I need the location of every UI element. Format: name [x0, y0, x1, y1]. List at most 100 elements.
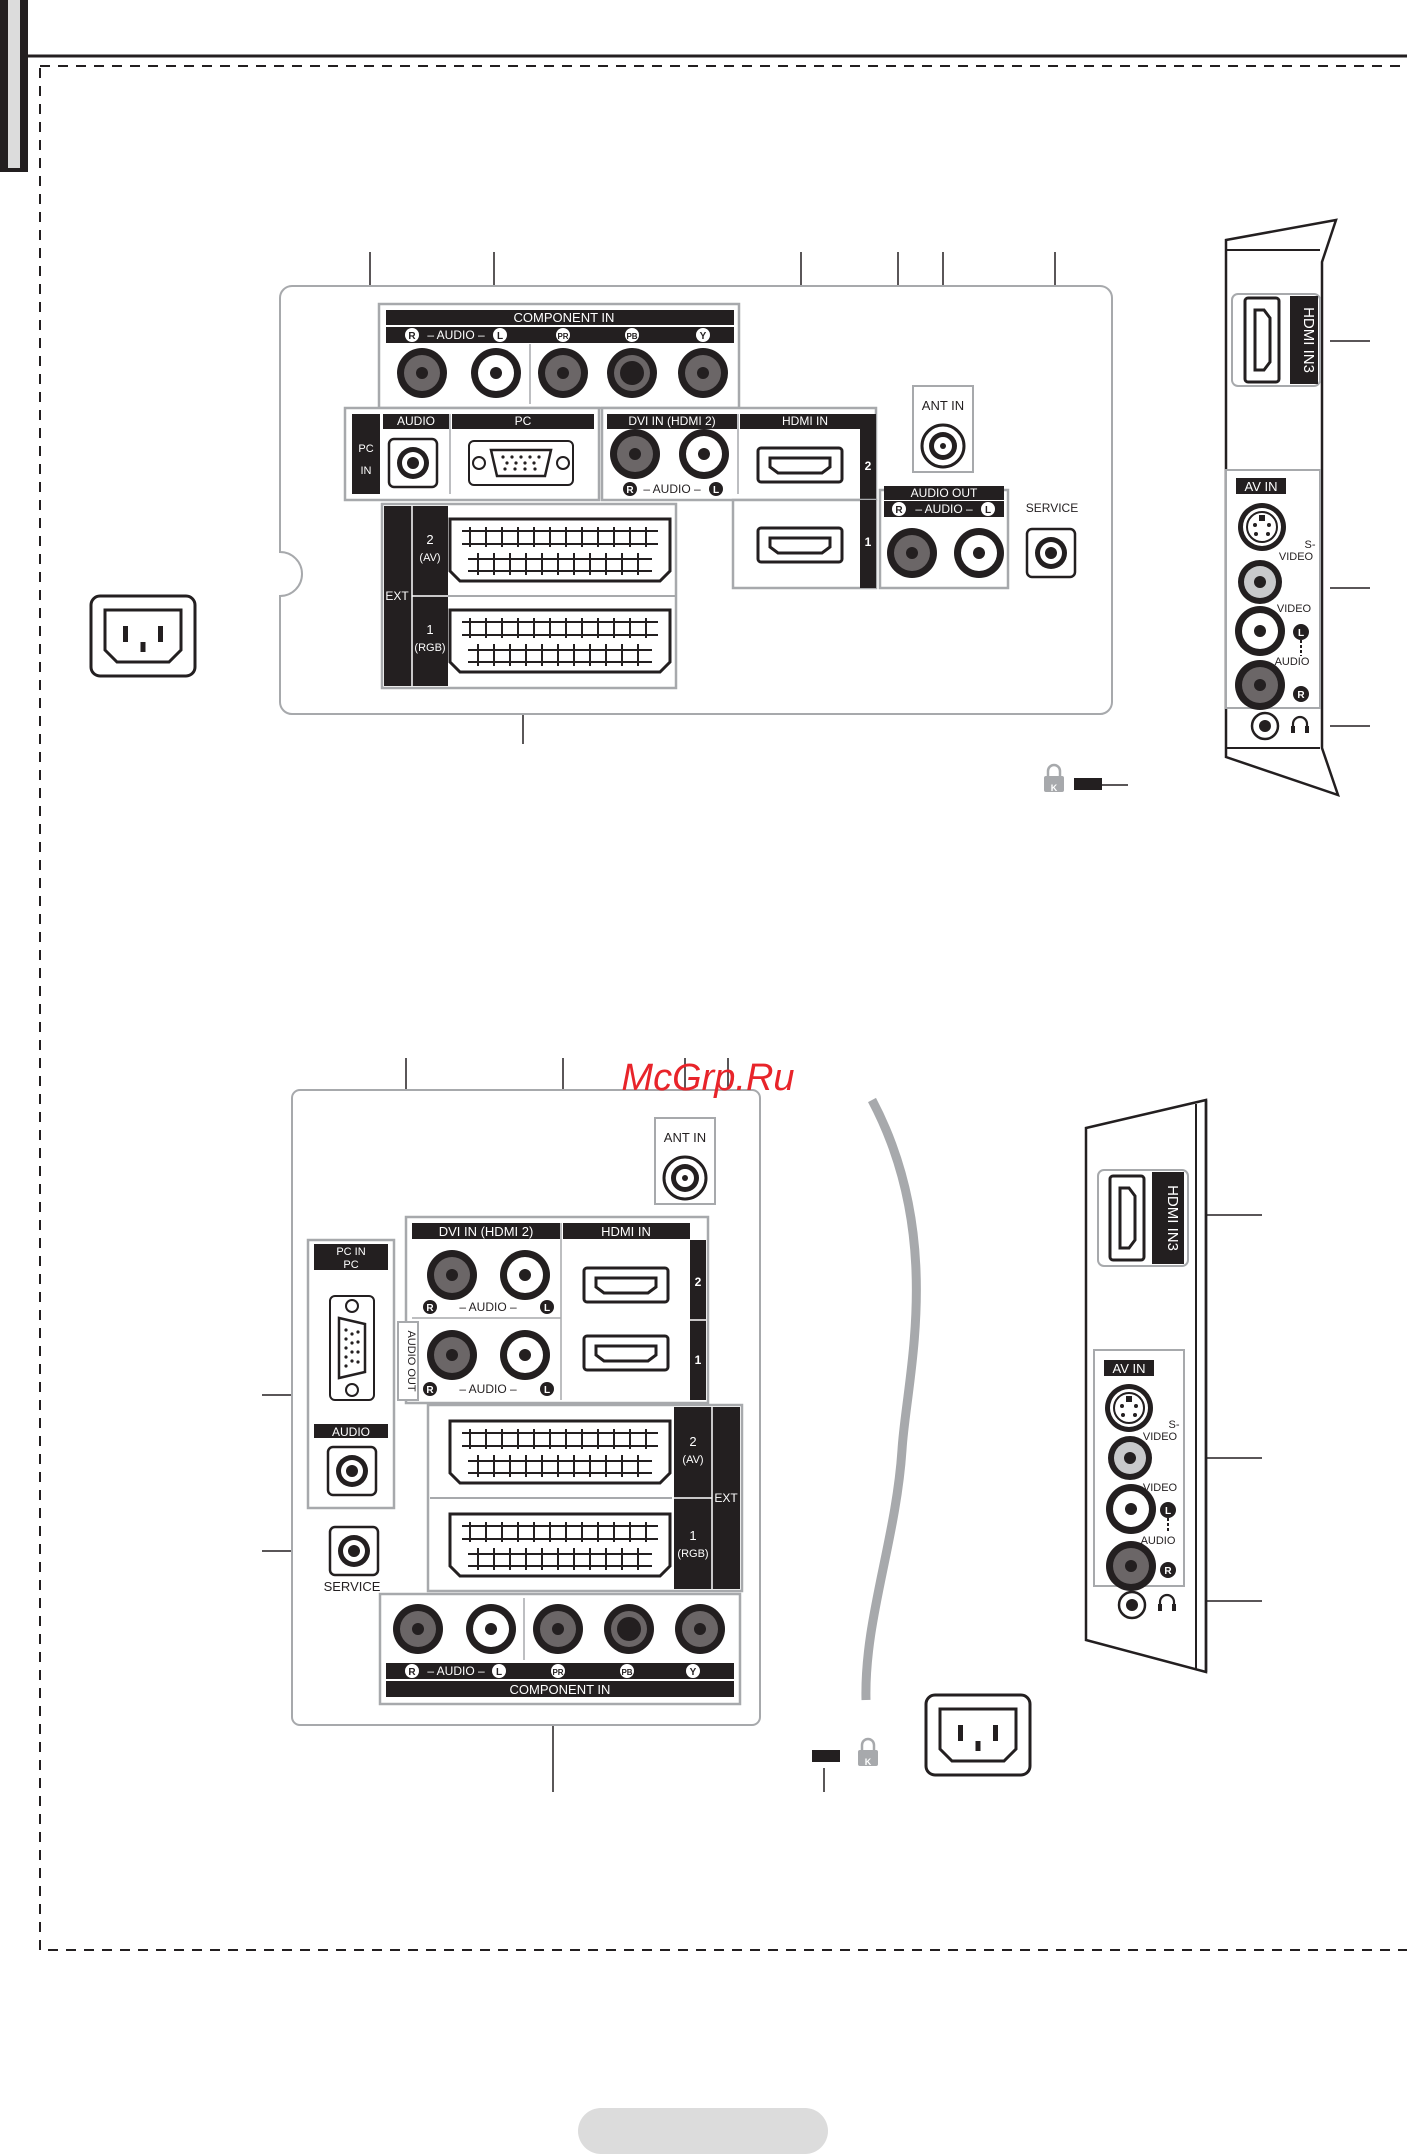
- svg-text:COMPONENT IN: COMPONENT IN: [510, 1682, 611, 1697]
- dashed-frame: [39, 65, 1407, 1951]
- rca-jack-icon: [500, 1330, 550, 1380]
- svg-text:VIDEO: VIDEO: [1277, 603, 1312, 615]
- top-hdmi-in-1: 1: [731, 498, 878, 590]
- svg-text:L: L: [713, 485, 719, 496]
- mini-jack-icon: [326, 1445, 378, 1497]
- svg-text:K: K: [1051, 783, 1058, 793]
- rca-jack-icon: [1238, 560, 1282, 604]
- svg-text:AUDIO: AUDIO: [332, 1425, 370, 1439]
- svg-text:AUDIO: AUDIO: [1275, 656, 1310, 668]
- svg-text:– AUDIO –: – AUDIO –: [459, 1382, 517, 1396]
- coax-port-icon: [920, 423, 966, 469]
- scart-port-icon: [448, 1419, 672, 1485]
- svg-text:DVI IN (HDMI 2): DVI IN (HDMI 2): [628, 414, 715, 428]
- bottom-pc-in: PC IN PC AUDIO: [306, 1238, 396, 1510]
- svg-text:Y: Y: [700, 331, 707, 342]
- rca-jack-icon: [1235, 606, 1285, 656]
- rca-jack-icon: [675, 1604, 725, 1654]
- svg-text:PC: PC: [358, 443, 373, 455]
- svg-text:1: 1: [695, 1353, 702, 1367]
- scart-port-icon: [448, 517, 672, 583]
- svg-text:IN: IN: [361, 465, 372, 477]
- svg-text:(RGB): (RGB): [414, 642, 445, 654]
- mini-jack-icon: [1025, 527, 1077, 579]
- svg-text:2: 2: [865, 459, 872, 473]
- power-inlet-icon: [89, 594, 197, 678]
- wave-divider: [861, 1097, 921, 1701]
- rca-jack-icon: [500, 1250, 550, 1300]
- bottom-diagram: ANT IN DVI IN (HDMI 2) HDMI IN R – AUDIO…: [262, 1058, 1262, 1792]
- power-inlet-icon: [924, 1693, 1032, 1777]
- svg-text:HDMI IN: HDMI IN: [782, 414, 828, 428]
- svg-text:Y: Y: [690, 1667, 697, 1678]
- kensington-lock-icon: K: [812, 1737, 880, 1768]
- svg-text:DVI IN (HDMI 2): DVI IN (HDMI 2): [439, 1224, 534, 1239]
- rca-jack-icon: [607, 348, 657, 398]
- rca-jack-icon: [1235, 660, 1285, 710]
- svg-text:S-: S-: [1305, 539, 1316, 551]
- svg-text:R: R: [1164, 1566, 1172, 1577]
- svg-text:– AUDIO –: – AUDIO –: [915, 502, 973, 516]
- svg-text:L: L: [544, 1385, 550, 1396]
- rca-jack-icon: [954, 528, 1004, 578]
- svg-text:2: 2: [426, 532, 433, 547]
- top-service: SERVICE: [1025, 501, 1078, 579]
- top-ext-scart: EXT 2 (AV) 1 (RGB): [380, 502, 678, 690]
- bottom-component-in: R – AUDIO – L PR PB Y COMPONENT IN: [378, 1592, 742, 1706]
- s-video-port-icon: [1237, 502, 1287, 552]
- svg-text:PC: PC: [343, 1259, 358, 1271]
- svg-text:– AUDIO –: – AUDIO –: [643, 482, 701, 496]
- svg-text:VIDEO: VIDEO: [1143, 1482, 1178, 1494]
- svg-text:R: R: [426, 1303, 434, 1314]
- svg-text:PB: PB: [621, 1668, 632, 1677]
- svg-text:PR: PR: [557, 332, 568, 341]
- svg-text:AUDIO: AUDIO: [1141, 1535, 1176, 1547]
- svg-text:(AV): (AV): [682, 1454, 703, 1466]
- svg-text:AUDIO OUT: AUDIO OUT: [911, 486, 978, 500]
- hdmi-port-icon: [1108, 1174, 1146, 1262]
- svg-text:L: L: [1298, 628, 1304, 639]
- svg-text:AV IN: AV IN: [1113, 1361, 1146, 1376]
- svg-text:HDMI IN3: HDMI IN3: [1164, 1185, 1181, 1251]
- svg-text:AUDIO OUT: AUDIO OUT: [405, 1330, 417, 1391]
- svg-text:AV IN: AV IN: [1245, 479, 1278, 494]
- svg-text:1: 1: [865, 535, 872, 549]
- bottom-ext-scart: 2 (AV) 1 (RGB) EXT: [426, 1403, 744, 1593]
- mini-jack-icon: [1250, 711, 1280, 741]
- coax-port-icon: [662, 1155, 708, 1201]
- svg-text:L: L: [496, 1667, 502, 1678]
- svg-text:1: 1: [689, 1528, 696, 1543]
- svg-text:PB: PB: [626, 332, 637, 341]
- bottom-dvi-hdmi-in: DVI IN (HDMI 2) HDMI IN R – AUDIO – L AU…: [397, 1215, 710, 1405]
- svg-text:AUDIO: AUDIO: [397, 414, 435, 428]
- rca-jack-icon: [678, 348, 728, 398]
- svg-text:R: R: [626, 485, 634, 496]
- svg-text:1: 1: [426, 622, 433, 637]
- svg-text:S-: S-: [1169, 1419, 1180, 1431]
- scart-port-icon: [448, 1512, 672, 1578]
- svg-text:L: L: [1165, 1506, 1171, 1517]
- svg-text:PR: PR: [552, 1668, 563, 1677]
- svg-text:PC: PC: [515, 414, 532, 428]
- component-in-title: COMPONENT IN: [514, 310, 615, 325]
- svg-text:VIDEO: VIDEO: [1279, 551, 1314, 563]
- hdmi-port-icon: [756, 526, 844, 564]
- svg-text:HDMI IN3: HDMI IN3: [1300, 307, 1317, 373]
- svg-text:R: R: [426, 1385, 434, 1396]
- rca-jack-icon: [538, 348, 588, 398]
- rca-jack-icon: [397, 348, 447, 398]
- rca-jack-icon: [393, 1604, 443, 1654]
- top-ant-in: ANT IN: [912, 385, 974, 473]
- svg-text:L: L: [544, 1303, 550, 1314]
- s-video-port-icon: [1104, 1383, 1154, 1433]
- rca-jack-icon: [1108, 1436, 1152, 1480]
- rca-jack-icon: [610, 429, 660, 479]
- svg-text:EXT: EXT: [714, 1491, 738, 1505]
- svg-text:2: 2: [689, 1434, 696, 1449]
- top-component-in: COMPONENT IN R – AUDIO – L PR PB Y: [377, 302, 741, 410]
- svg-text:(RGB): (RGB): [677, 1548, 708, 1560]
- svg-text:(AV): (AV): [419, 552, 440, 564]
- rca-jack-icon: [1106, 1541, 1156, 1591]
- svg-text:R: R: [895, 505, 903, 516]
- hdmi-port-icon: [582, 1334, 670, 1372]
